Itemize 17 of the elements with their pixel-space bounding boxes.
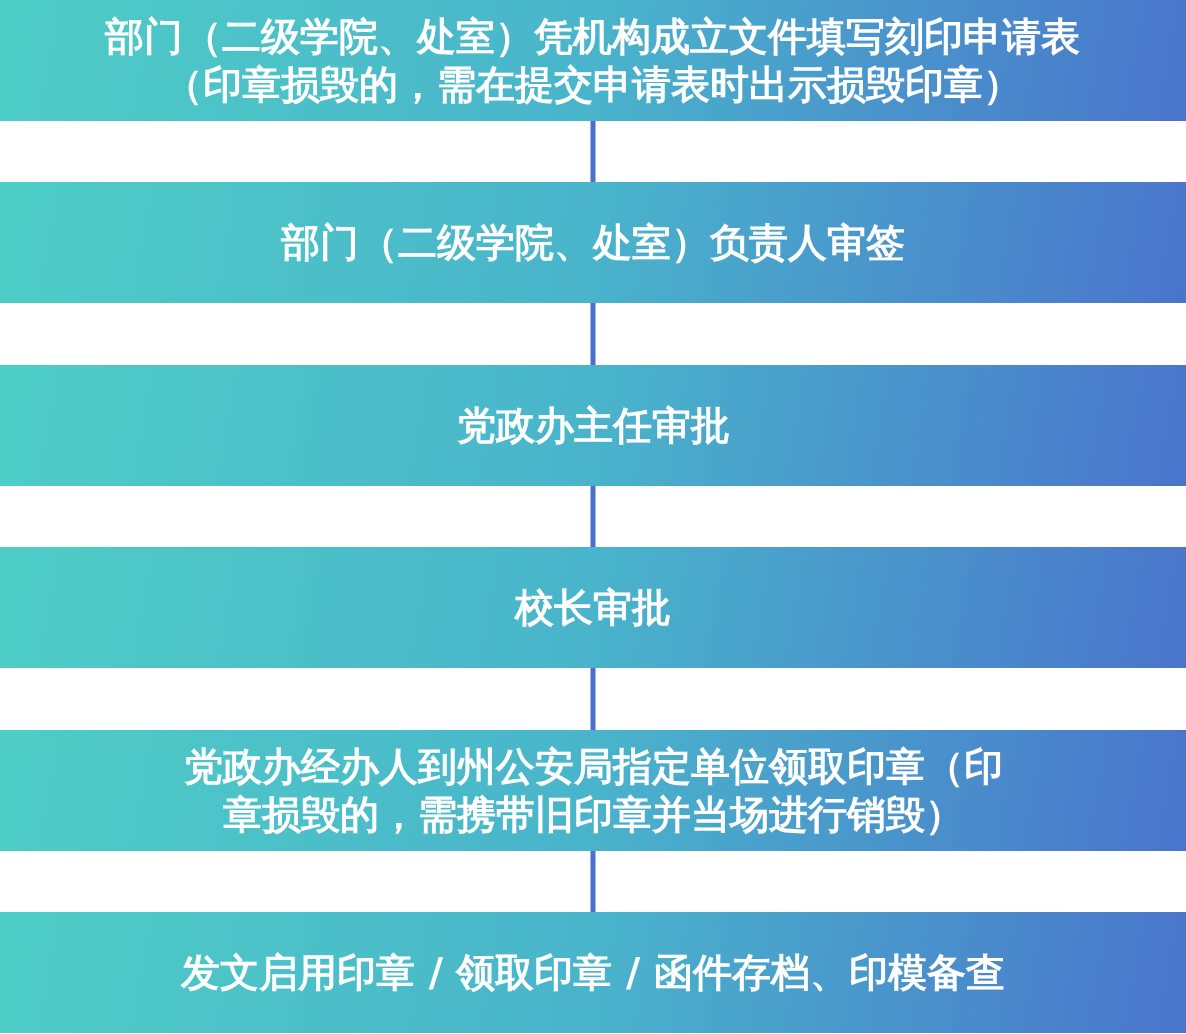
step-text: 党政办主任审批 (456, 401, 730, 450)
process-band (0, 912, 1186, 1033)
connector-line (590, 121, 596, 182)
connector-line (590, 851, 596, 912)
step-text: 部门（二级学院、处室）凭机构成立文件填写刻印申请表（印章损毁的，需在提交申请表时出示损毁印章） (103, 12, 1082, 109)
connector-line (590, 486, 596, 547)
process-band (0, 0, 1186, 121)
process-band (0, 730, 1186, 851)
connector-line (590, 303, 596, 365)
connector-line (590, 668, 596, 730)
process-band (0, 547, 1186, 668)
step-text: 校长审批 (515, 583, 671, 632)
step-text: 党政办经办人到州公安局指定单位领取印章（印章损毁的，需携带旧印章并当场进行销毁） (182, 742, 1004, 839)
process-band (0, 365, 1186, 486)
step-text: 部门（二级学院、处室）负责人审签 (281, 218, 905, 267)
step-text: 发文启用印章 / 领取印章 / 函件存档、印模备查 (181, 948, 1005, 997)
process-band (0, 182, 1186, 303)
